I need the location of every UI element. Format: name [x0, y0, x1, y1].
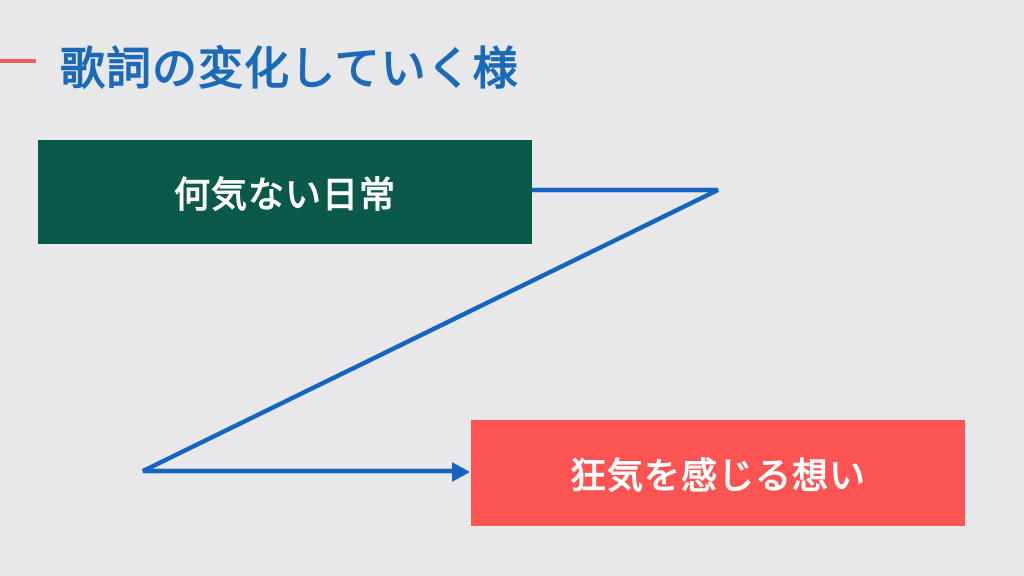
start-state-label: 何気ない日常 [173, 175, 396, 216]
end-state-label: 狂気を感じる想い [569, 456, 866, 497]
arrowhead-icon [452, 462, 470, 482]
end-state-box: 狂気を感じる想い [471, 420, 965, 526]
page-title: 歌詞の変化していく様 [60, 42, 519, 95]
connector-line [142, 187, 719, 474]
title-accent-line [0, 59, 36, 63]
start-state-box: 何気ない日常 [38, 140, 532, 244]
